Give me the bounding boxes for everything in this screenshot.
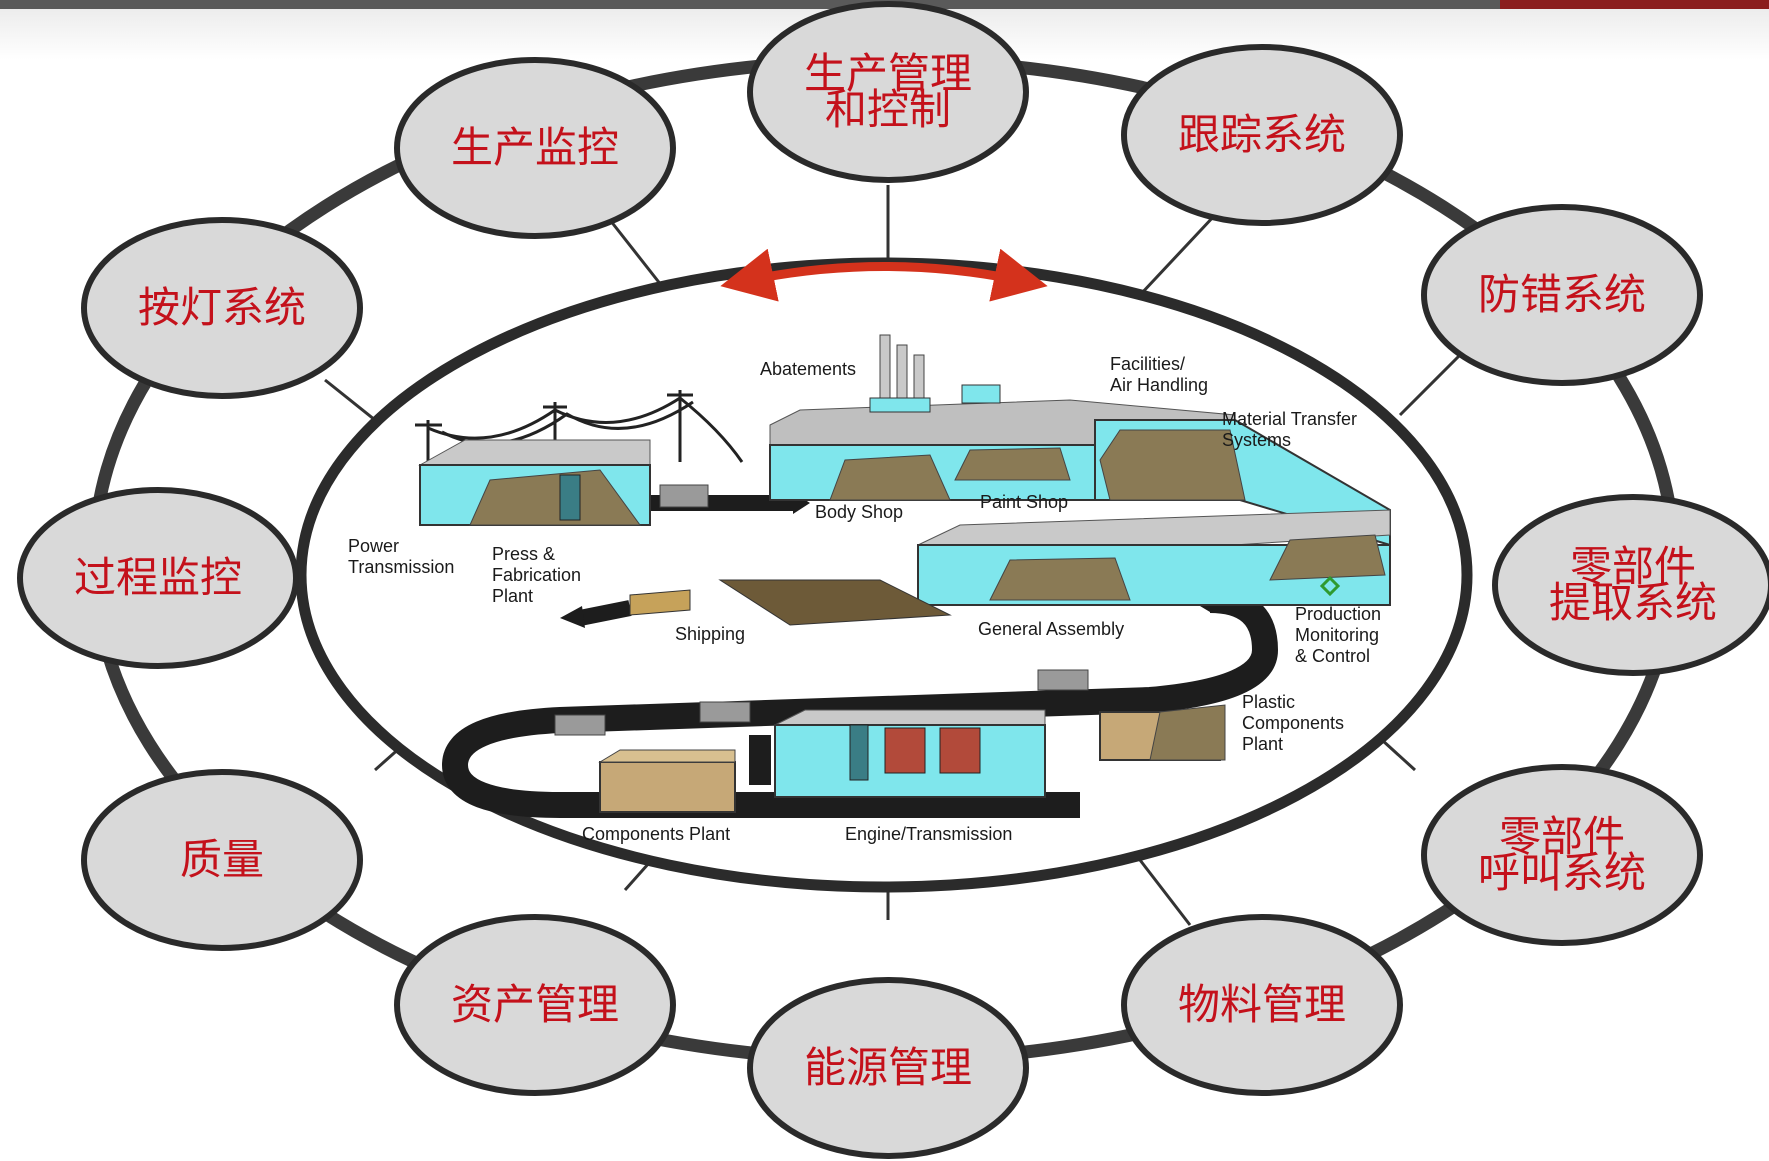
node-bubble: [1121, 914, 1403, 1096]
plant-label-press: Fabrication: [492, 565, 581, 585]
press-machine: [559, 474, 581, 521]
truck-2: [699, 701, 751, 723]
node-label: 质量: [180, 835, 264, 884]
plant-label-facilities: Facilities/: [1110, 354, 1185, 374]
road-shipping: [578, 600, 632, 626]
node-label: 防错系统: [1478, 270, 1646, 319]
plant-label-power: Power: [348, 536, 399, 556]
truck-3: [1037, 669, 1089, 691]
engine-roof: [774, 709, 1046, 726]
node-production-monitoring: 生产监控: [394, 57, 676, 239]
node-label: 生产监控: [451, 123, 619, 172]
node-quality: 质量: [81, 769, 363, 951]
plant-label-plastic: Plastic: [1242, 692, 1295, 712]
node-bubble: [747, 1, 1029, 183]
node-label: 跟踪系统: [1178, 110, 1346, 159]
plant-label-production-monitoring: Production: [1295, 604, 1381, 624]
node-process-monitoring: 过程监控: [17, 487, 299, 669]
node-label: 呼叫系统: [1478, 848, 1646, 897]
ga-cutaway-2: [1269, 534, 1386, 581]
node-bubble: [394, 57, 676, 239]
node-label: 过程监控: [74, 553, 242, 602]
plastic-plant-cutaway: [1149, 704, 1226, 761]
shipping-lot: [718, 579, 952, 626]
node-bubble: [1492, 494, 1769, 676]
plant-label-production-monitoring: Monitoring: [1295, 625, 1379, 645]
components-plant: [599, 761, 736, 813]
engine-machine-3: [939, 727, 981, 774]
top-bar: [0, 0, 1500, 9]
node-label: 零部件: [1499, 812, 1625, 861]
plant-label-general-assembly: General Assembly: [978, 619, 1124, 639]
plant-label-plastic: Plant: [1242, 734, 1283, 754]
node-label: 零部件: [1570, 542, 1696, 591]
plant-label-material-transfer: Material Transfer: [1222, 409, 1357, 429]
abatement-base: [869, 397, 931, 413]
plant-label-plastic: Components: [1242, 713, 1344, 733]
plant-label-press: Press &: [492, 544, 555, 564]
double-arrow: [720, 248, 1048, 302]
system-nodes: 生产管理和控制跟踪系统防错系统零部件提取系统零部件呼叫系统物料管理能源管理资产管…: [17, 1, 1769, 1159]
plant-labels: Abatements Facilities/Air HandlingMateria…: [348, 354, 1381, 844]
node-bubble: [81, 769, 363, 951]
facilities-box: [961, 384, 1001, 404]
plant-label-shipping: Shipping: [675, 624, 745, 644]
plant-label-press: Plant: [492, 586, 533, 606]
node-bubble: [81, 217, 363, 399]
node-label: 物料管理: [1178, 980, 1346, 1029]
node-bubble: [1421, 204, 1703, 386]
node-tracking: 跟踪系统: [1121, 44, 1403, 226]
engine-machine-1: [849, 724, 869, 781]
node-bubble: [1121, 44, 1403, 226]
press-plant-cutaway: [469, 469, 641, 526]
top-bar-accent: [1500, 0, 1769, 9]
stack-1: [879, 334, 891, 406]
plant-label-components: Components Plant: [582, 824, 730, 844]
transfer-cutaway: [1099, 429, 1246, 501]
node-bubble: [1421, 764, 1703, 946]
plant-label-material-transfer: Systems: [1222, 430, 1291, 450]
node-label: 和控制: [825, 85, 951, 134]
truck-press: [659, 484, 709, 508]
plant-label-engine: Engine/Transmission: [845, 824, 1012, 844]
node-label: 生产管理: [804, 49, 972, 98]
node-bubble: [394, 914, 676, 1096]
plant-label-abatements: Abatements: [760, 359, 856, 379]
stack-2: [896, 344, 908, 406]
plant-label-power: Transmission: [348, 557, 454, 577]
plant-label-facilities: Air Handling: [1110, 375, 1208, 395]
plant-label-production-monitoring: & Control: [1295, 646, 1370, 666]
body-shop-cutaway: [829, 454, 951, 501]
engine-machine-2: [884, 727, 926, 774]
ga-cutaway-1: [989, 557, 1131, 601]
truck-1: [554, 714, 606, 736]
node-label: 资产管理: [451, 980, 619, 1029]
node-bubble: [747, 977, 1029, 1159]
production-monitor-marker: [1319, 575, 1341, 597]
node-material-mgmt: 物料管理: [1121, 914, 1403, 1096]
paint-shop-cutaway: [954, 447, 1071, 481]
road-arrow-shipping: [560, 606, 585, 628]
plant-label-paint-shop: Paint Shop: [980, 492, 1068, 512]
plant-illustration: [415, 334, 1391, 818]
node-bubble: [17, 487, 299, 669]
node-label: 能源管理: [804, 1043, 972, 1092]
components-plant-roof: [598, 749, 736, 763]
node-andon: 按灯系统: [81, 217, 363, 399]
node-label: 按灯系统: [138, 283, 306, 332]
node-energy-mgmt: 能源管理: [747, 977, 1029, 1159]
plant-label-body-shop: Body Shop: [815, 502, 903, 522]
node-label: 提取系统: [1549, 578, 1717, 627]
node-error-proofing: 防错系统: [1421, 204, 1703, 386]
shipping-truck: [629, 589, 691, 616]
node-asset-mgmt: 资产管理: [394, 914, 676, 1096]
